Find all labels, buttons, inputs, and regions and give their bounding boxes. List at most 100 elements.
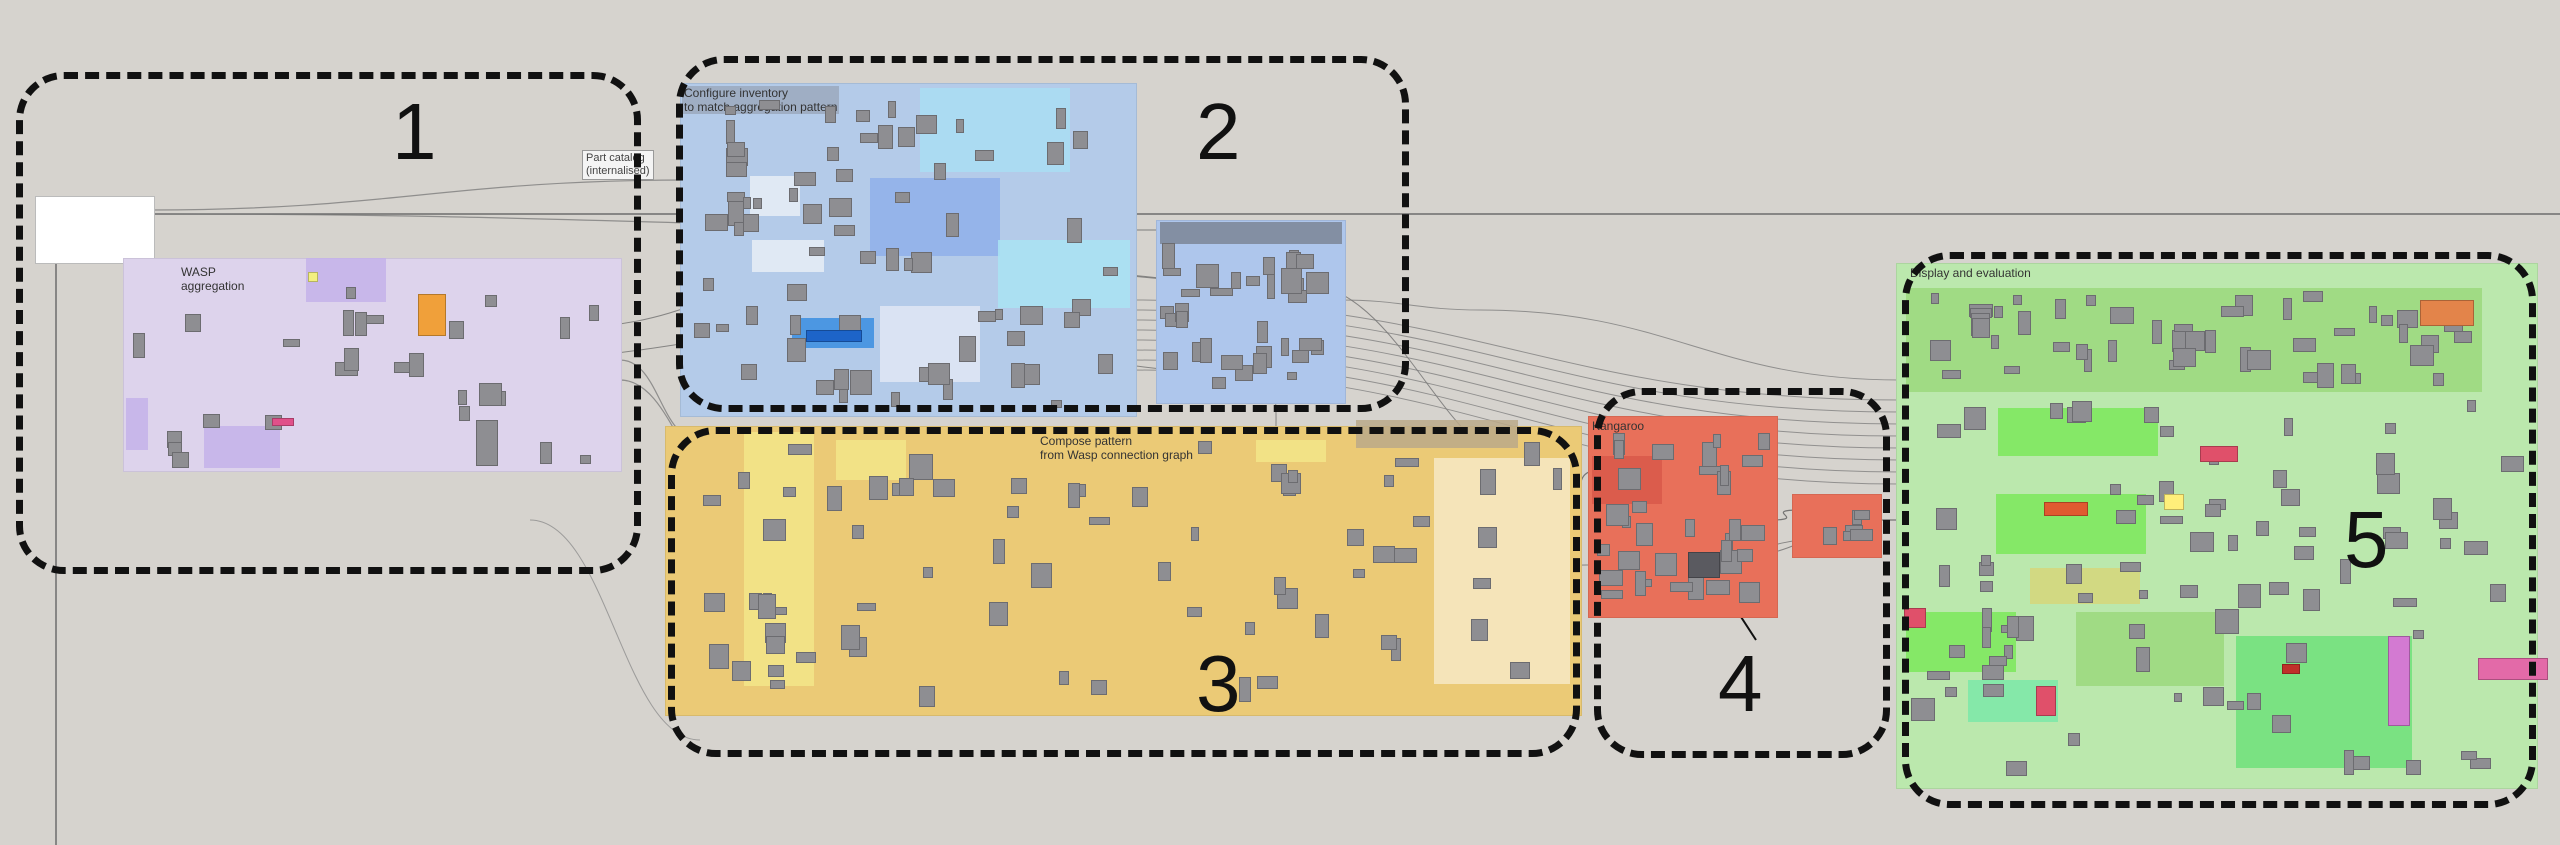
grasshopper-component[interactable] <box>1031 563 1052 588</box>
grasshopper-component[interactable] <box>2152 320 2162 344</box>
grasshopper-component[interactable] <box>2072 401 2092 422</box>
grasshopper-component[interactable] <box>2190 532 2214 552</box>
grasshopper-component[interactable] <box>1614 440 1624 459</box>
grasshopper-component[interactable] <box>2369 306 2377 323</box>
grasshopper-component[interactable] <box>1091 680 1107 695</box>
grasshopper-component[interactable] <box>703 495 721 506</box>
grasshopper-component[interactable] <box>459 406 470 421</box>
grasshopper-component[interactable] <box>834 369 849 390</box>
grasshopper-component[interactable] <box>734 222 744 236</box>
grasshopper-component[interactable] <box>1618 551 1640 570</box>
grasshopper-component[interactable] <box>2174 693 2182 702</box>
grasshopper-component[interactable] <box>1051 400 1062 408</box>
grasshopper-component[interactable] <box>1471 619 1488 641</box>
grasshopper-component[interactable] <box>2303 291 2323 302</box>
highlighted-component[interactable] <box>2044 502 2088 516</box>
grasshopper-component[interactable] <box>1212 377 1226 389</box>
grasshopper-component[interactable] <box>763 519 786 541</box>
highlighted-component[interactable] <box>806 330 862 342</box>
grasshopper-component[interactable] <box>2108 340 2117 362</box>
grasshopper-component[interactable] <box>825 106 836 123</box>
group-compose-pattern[interactable] <box>665 426 1582 716</box>
grasshopper-component[interactable] <box>1478 527 1497 548</box>
grasshopper-component[interactable] <box>758 594 776 619</box>
grasshopper-component[interactable] <box>2303 589 2320 611</box>
sub-group-panel[interactable] <box>1256 440 1326 462</box>
grasshopper-component[interactable] <box>2018 311 2031 335</box>
grasshopper-component[interactable] <box>2238 584 2261 608</box>
grasshopper-component[interactable] <box>1011 363 1025 388</box>
grasshopper-component[interactable] <box>2385 423 2396 434</box>
group-part-catalog-source[interactable] <box>35 196 155 264</box>
highlighted-component[interactable] <box>2388 636 2410 726</box>
grasshopper-component[interactable] <box>850 370 872 395</box>
grasshopper-component[interactable] <box>704 593 725 612</box>
grasshopper-component[interactable] <box>2084 349 2092 372</box>
grasshopper-component[interactable] <box>895 192 910 203</box>
grasshopper-component[interactable] <box>2205 504 2221 517</box>
grasshopper-component[interactable] <box>2281 489 2300 506</box>
highlighted-component[interactable] <box>2164 494 2184 510</box>
grasshopper-component[interactable] <box>1187 607 1202 617</box>
highlighted-component[interactable] <box>2036 686 2056 716</box>
grasshopper-component[interactable] <box>1257 676 1278 689</box>
group-kangaroo-output[interactable] <box>1792 494 1882 558</box>
grasshopper-component[interactable] <box>2013 295 2022 305</box>
grasshopper-component[interactable] <box>1198 441 1212 454</box>
grasshopper-component[interactable] <box>2160 426 2174 437</box>
grasshopper-component[interactable] <box>2144 407 2159 423</box>
grasshopper-component[interactable] <box>803 204 822 224</box>
grasshopper-component[interactable] <box>1983 684 2004 697</box>
grasshopper-component[interactable] <box>2215 609 2239 634</box>
grasshopper-component[interactable] <box>2136 647 2150 672</box>
sub-group-panel[interactable] <box>752 240 824 272</box>
sub-group-panel[interactable] <box>836 440 906 480</box>
grasshopper-component[interactable] <box>1510 662 1530 679</box>
grasshopper-component[interactable] <box>2004 645 2013 659</box>
grasshopper-component[interactable] <box>1263 257 1275 275</box>
grasshopper-component[interactable] <box>1480 469 1496 495</box>
grasshopper-component[interactable] <box>934 163 946 180</box>
grasshopper-component[interactable] <box>989 602 1008 626</box>
grasshopper-component[interactable] <box>946 213 959 237</box>
grasshopper-component[interactable] <box>1281 338 1289 356</box>
grasshopper-component[interactable] <box>2137 495 2154 505</box>
grasshopper-component[interactable] <box>2284 418 2293 436</box>
grasshopper-component[interactable] <box>409 353 424 377</box>
grasshopper-component[interactable] <box>2078 593 2093 603</box>
grasshopper-component[interactable] <box>834 225 855 236</box>
grasshopper-component[interactable] <box>2299 527 2316 537</box>
grasshopper-component[interactable] <box>789 188 798 202</box>
grasshopper-component[interactable] <box>2393 598 2417 607</box>
grasshopper-component[interactable] <box>746 306 758 325</box>
grasshopper-component[interactable] <box>2007 616 2019 638</box>
grasshopper-component[interactable] <box>2173 348 2196 367</box>
grasshopper-component[interactable] <box>1741 525 1765 541</box>
highlighted-component[interactable] <box>308 272 318 282</box>
grasshopper-component[interactable] <box>1632 501 1647 513</box>
grasshopper-component[interactable] <box>753 198 762 209</box>
grasshopper-component[interactable] <box>2160 516 2183 524</box>
grasshopper-component[interactable] <box>857 603 876 611</box>
grasshopper-component[interactable] <box>485 295 497 307</box>
grasshopper-component[interactable] <box>703 278 714 291</box>
grasshopper-component[interactable] <box>1394 548 1417 563</box>
highlighted-component[interactable] <box>2282 664 2300 674</box>
grasshopper-component[interactable] <box>1267 273 1275 299</box>
grasshopper-component[interactable] <box>1353 569 1365 578</box>
highlighted-component[interactable] <box>2478 658 2548 680</box>
grasshopper-component[interactable] <box>2294 546 2314 560</box>
grasshopper-component[interactable] <box>365 315 384 324</box>
grasshopper-component[interactable] <box>1181 289 1200 297</box>
highlighted-component[interactable] <box>2200 446 2238 462</box>
grasshopper-component[interactable] <box>898 127 915 147</box>
grasshopper-component[interactable] <box>886 248 899 271</box>
grasshopper-component[interactable] <box>2110 484 2121 495</box>
grasshopper-component[interactable] <box>2467 400 2476 412</box>
grasshopper-component[interactable] <box>759 100 780 110</box>
grasshopper-component[interactable] <box>589 305 599 321</box>
grasshopper-component[interactable] <box>2247 350 2271 370</box>
sub-group-panel[interactable] <box>870 178 1000 256</box>
grasshopper-component[interactable] <box>899 478 914 496</box>
